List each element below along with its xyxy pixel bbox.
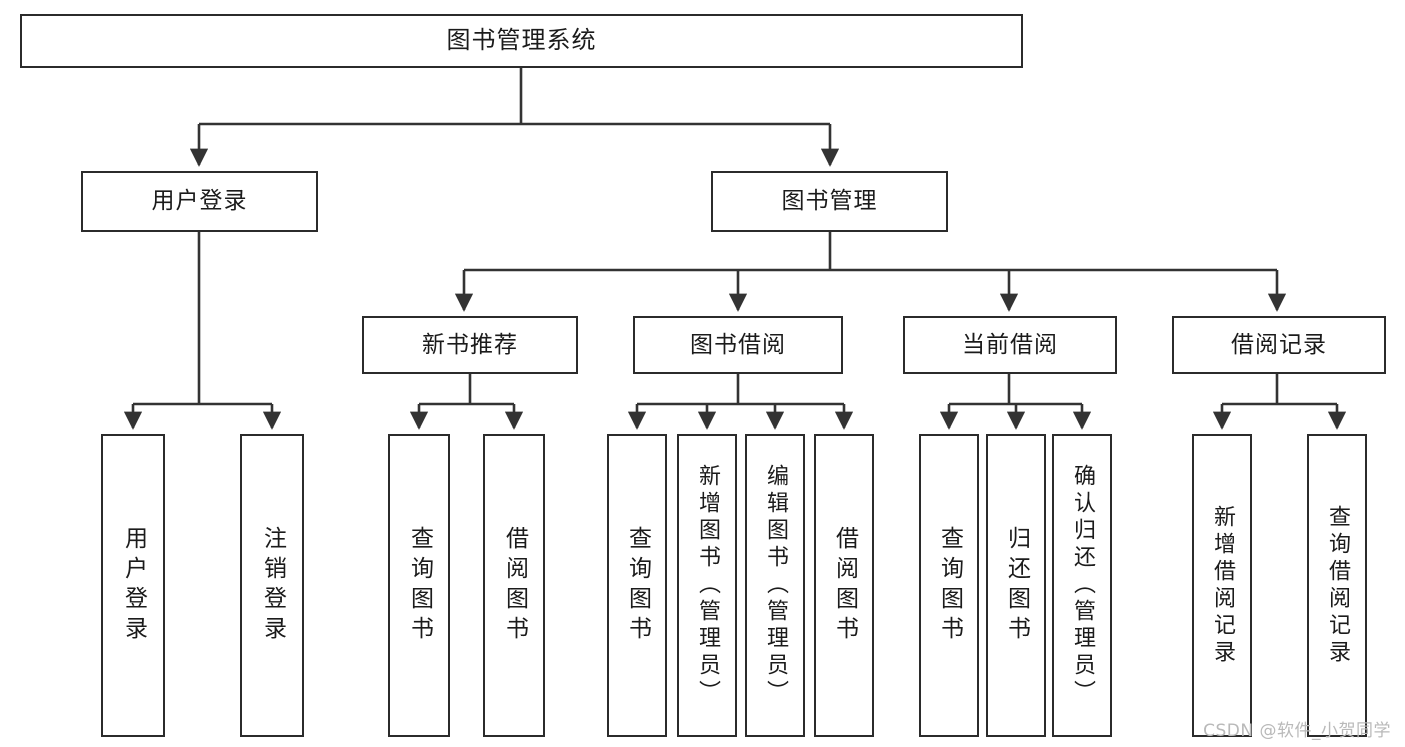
leaf-confirm-return[interactable]: 确认归还（管理员）	[1052, 434, 1112, 737]
node-label: 用户登录	[120, 525, 147, 646]
node-label: 图书借阅	[690, 331, 786, 358]
node-label: 借阅图书	[501, 525, 528, 646]
node-label: 借阅记录	[1231, 331, 1327, 358]
node-current-borrow[interactable]: 当前借阅	[903, 316, 1117, 374]
leaf-borrow-book-2[interactable]: 借阅图书	[814, 434, 874, 737]
node-borrow-record[interactable]: 借阅记录	[1172, 316, 1386, 374]
leaf-query-book-3[interactable]: 查询图书	[919, 434, 979, 737]
node-book-management[interactable]: 图书管理	[711, 171, 948, 232]
leaf-query-borrow-record[interactable]: 查询借阅记录	[1307, 434, 1367, 737]
node-label: 查询图书	[624, 525, 651, 646]
leaf-query-book-2[interactable]: 查询图书	[607, 434, 667, 737]
node-label: 用户登录	[151, 188, 248, 215]
node-label: 当前借阅	[962, 331, 1058, 358]
node-label: 新增图书（管理员）	[695, 464, 720, 707]
node-user-login[interactable]: 用户登录	[81, 171, 318, 232]
node-book-borrow[interactable]: 图书借阅	[633, 316, 843, 374]
node-label: 归还图书	[1003, 525, 1030, 646]
leaf-add-book[interactable]: 新增图书（管理员）	[677, 434, 737, 737]
node-label: 新书推荐	[422, 331, 518, 358]
node-label: 查询图书	[406, 525, 433, 646]
leaf-borrow-book-1[interactable]: 借阅图书	[483, 434, 545, 737]
node-label: 图书管理	[781, 188, 878, 215]
node-label: 编辑图书（管理员）	[763, 464, 788, 707]
node-new-book-recommend[interactable]: 新书推荐	[362, 316, 578, 374]
node-label: 查询图书	[936, 525, 963, 646]
node-root-system[interactable]: 图书管理系统	[20, 14, 1023, 68]
csdn-watermark: CSDN @软件_小贺同学	[1203, 721, 1391, 741]
node-label: 确认归还（管理员）	[1070, 464, 1095, 707]
leaf-edit-book[interactable]: 编辑图书（管理员）	[745, 434, 805, 737]
node-label: 借阅图书	[831, 525, 858, 646]
node-label: 注销登录	[259, 525, 286, 646]
node-label: 新增借阅记录	[1210, 504, 1235, 667]
leaf-query-book-1[interactable]: 查询图书	[388, 434, 450, 737]
leaf-return-book[interactable]: 归还图书	[986, 434, 1046, 737]
node-label: 图书管理系统	[446, 26, 597, 55]
leaf-logout[interactable]: 注销登录	[240, 434, 304, 737]
leaf-add-borrow-record[interactable]: 新增借阅记录	[1192, 434, 1252, 737]
node-label: 查询借阅记录	[1325, 504, 1350, 667]
leaf-user-login[interactable]: 用户登录	[101, 434, 165, 737]
